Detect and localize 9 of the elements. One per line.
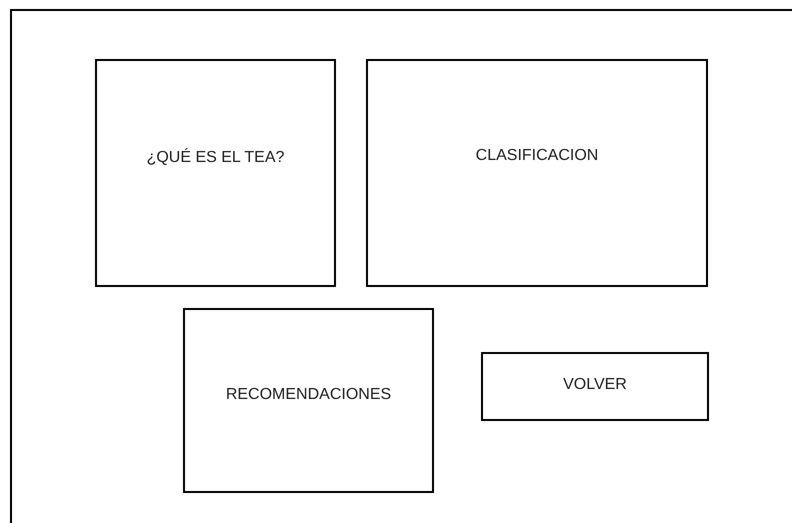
panel-title: ¿QUÉ ES EL TEA? [146,149,284,167]
screen-frame [10,9,792,523]
menu-panel [183,308,434,493]
panel-title: VOLVER [563,376,627,394]
back-button [481,352,709,421]
panel-title: RECOMENDACIONES [226,386,392,404]
panel-title: CLASIFICACION [476,147,598,165]
menu-panel [366,59,708,287]
menu-panel [95,59,336,287]
